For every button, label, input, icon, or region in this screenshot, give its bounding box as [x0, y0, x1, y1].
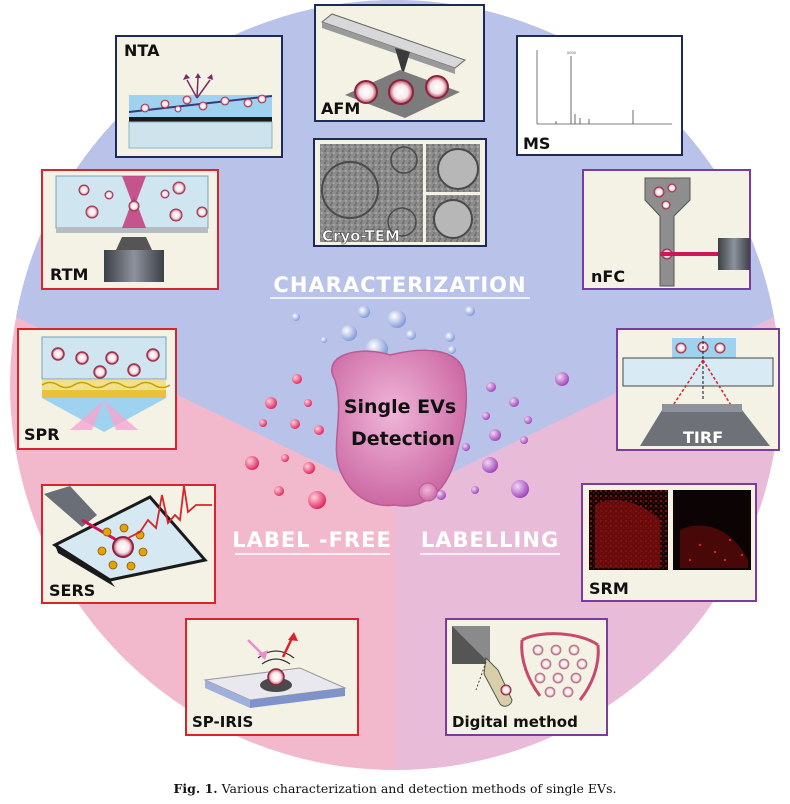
caption-label: Fig. 1. [173, 781, 218, 796]
ms-label: MS [523, 134, 550, 153]
tirf-panel: TIRF [616, 328, 780, 451]
nfc-panel: nFC [582, 169, 751, 290]
center-blob: Single EVs Detection [331, 349, 468, 507]
spr-panel: SPR [17, 328, 177, 450]
sector-label-label-free: LABEL -FREE [232, 528, 392, 552]
rtm-panel: RTM [41, 169, 219, 290]
purple-bubbles [436, 372, 569, 500]
srm-panel: SRM [581, 483, 757, 602]
sector-label-characterization: CHARACTERIZATION [273, 273, 526, 297]
svg-text:0000: 0000 [567, 51, 576, 55]
nfc-label: nFC [591, 267, 625, 286]
sp-iris-label: SP-IRIS [192, 713, 253, 731]
figure-caption: Fig. 1. Various characterization and det… [0, 781, 790, 796]
srm-label: SRM [589, 579, 629, 598]
spr-label: SPR [24, 425, 60, 444]
sector-label-labelling: LABELLING [421, 528, 559, 552]
center-title-line2: Detection [351, 428, 455, 450]
red-bubbles [245, 374, 326, 509]
digital-method-label: Digital method [452, 713, 578, 731]
cryo-tem-panel: Cryo-TEM [313, 138, 487, 247]
nta-panel: NTA [115, 35, 283, 158]
nta-label: NTA [124, 41, 160, 60]
tirf-label: TIRF [683, 428, 723, 447]
ms-panel: 0000 MS [516, 35, 683, 156]
sers-label: SERS [49, 581, 95, 600]
digital-method-panel: Digital method [445, 618, 608, 736]
caption-text: Various characterization and detection m… [221, 781, 617, 796]
afm-label: AFM [321, 99, 360, 118]
cryo-tem-label: Cryo-TEM [322, 227, 400, 245]
sp-iris-panel: SP-IRIS [185, 618, 359, 736]
sers-panel: SERS [41, 484, 216, 604]
center-title-line1: Single EVs [344, 396, 456, 418]
afm-panel: AFM [314, 4, 485, 122]
rtm-label: RTM [50, 265, 88, 284]
